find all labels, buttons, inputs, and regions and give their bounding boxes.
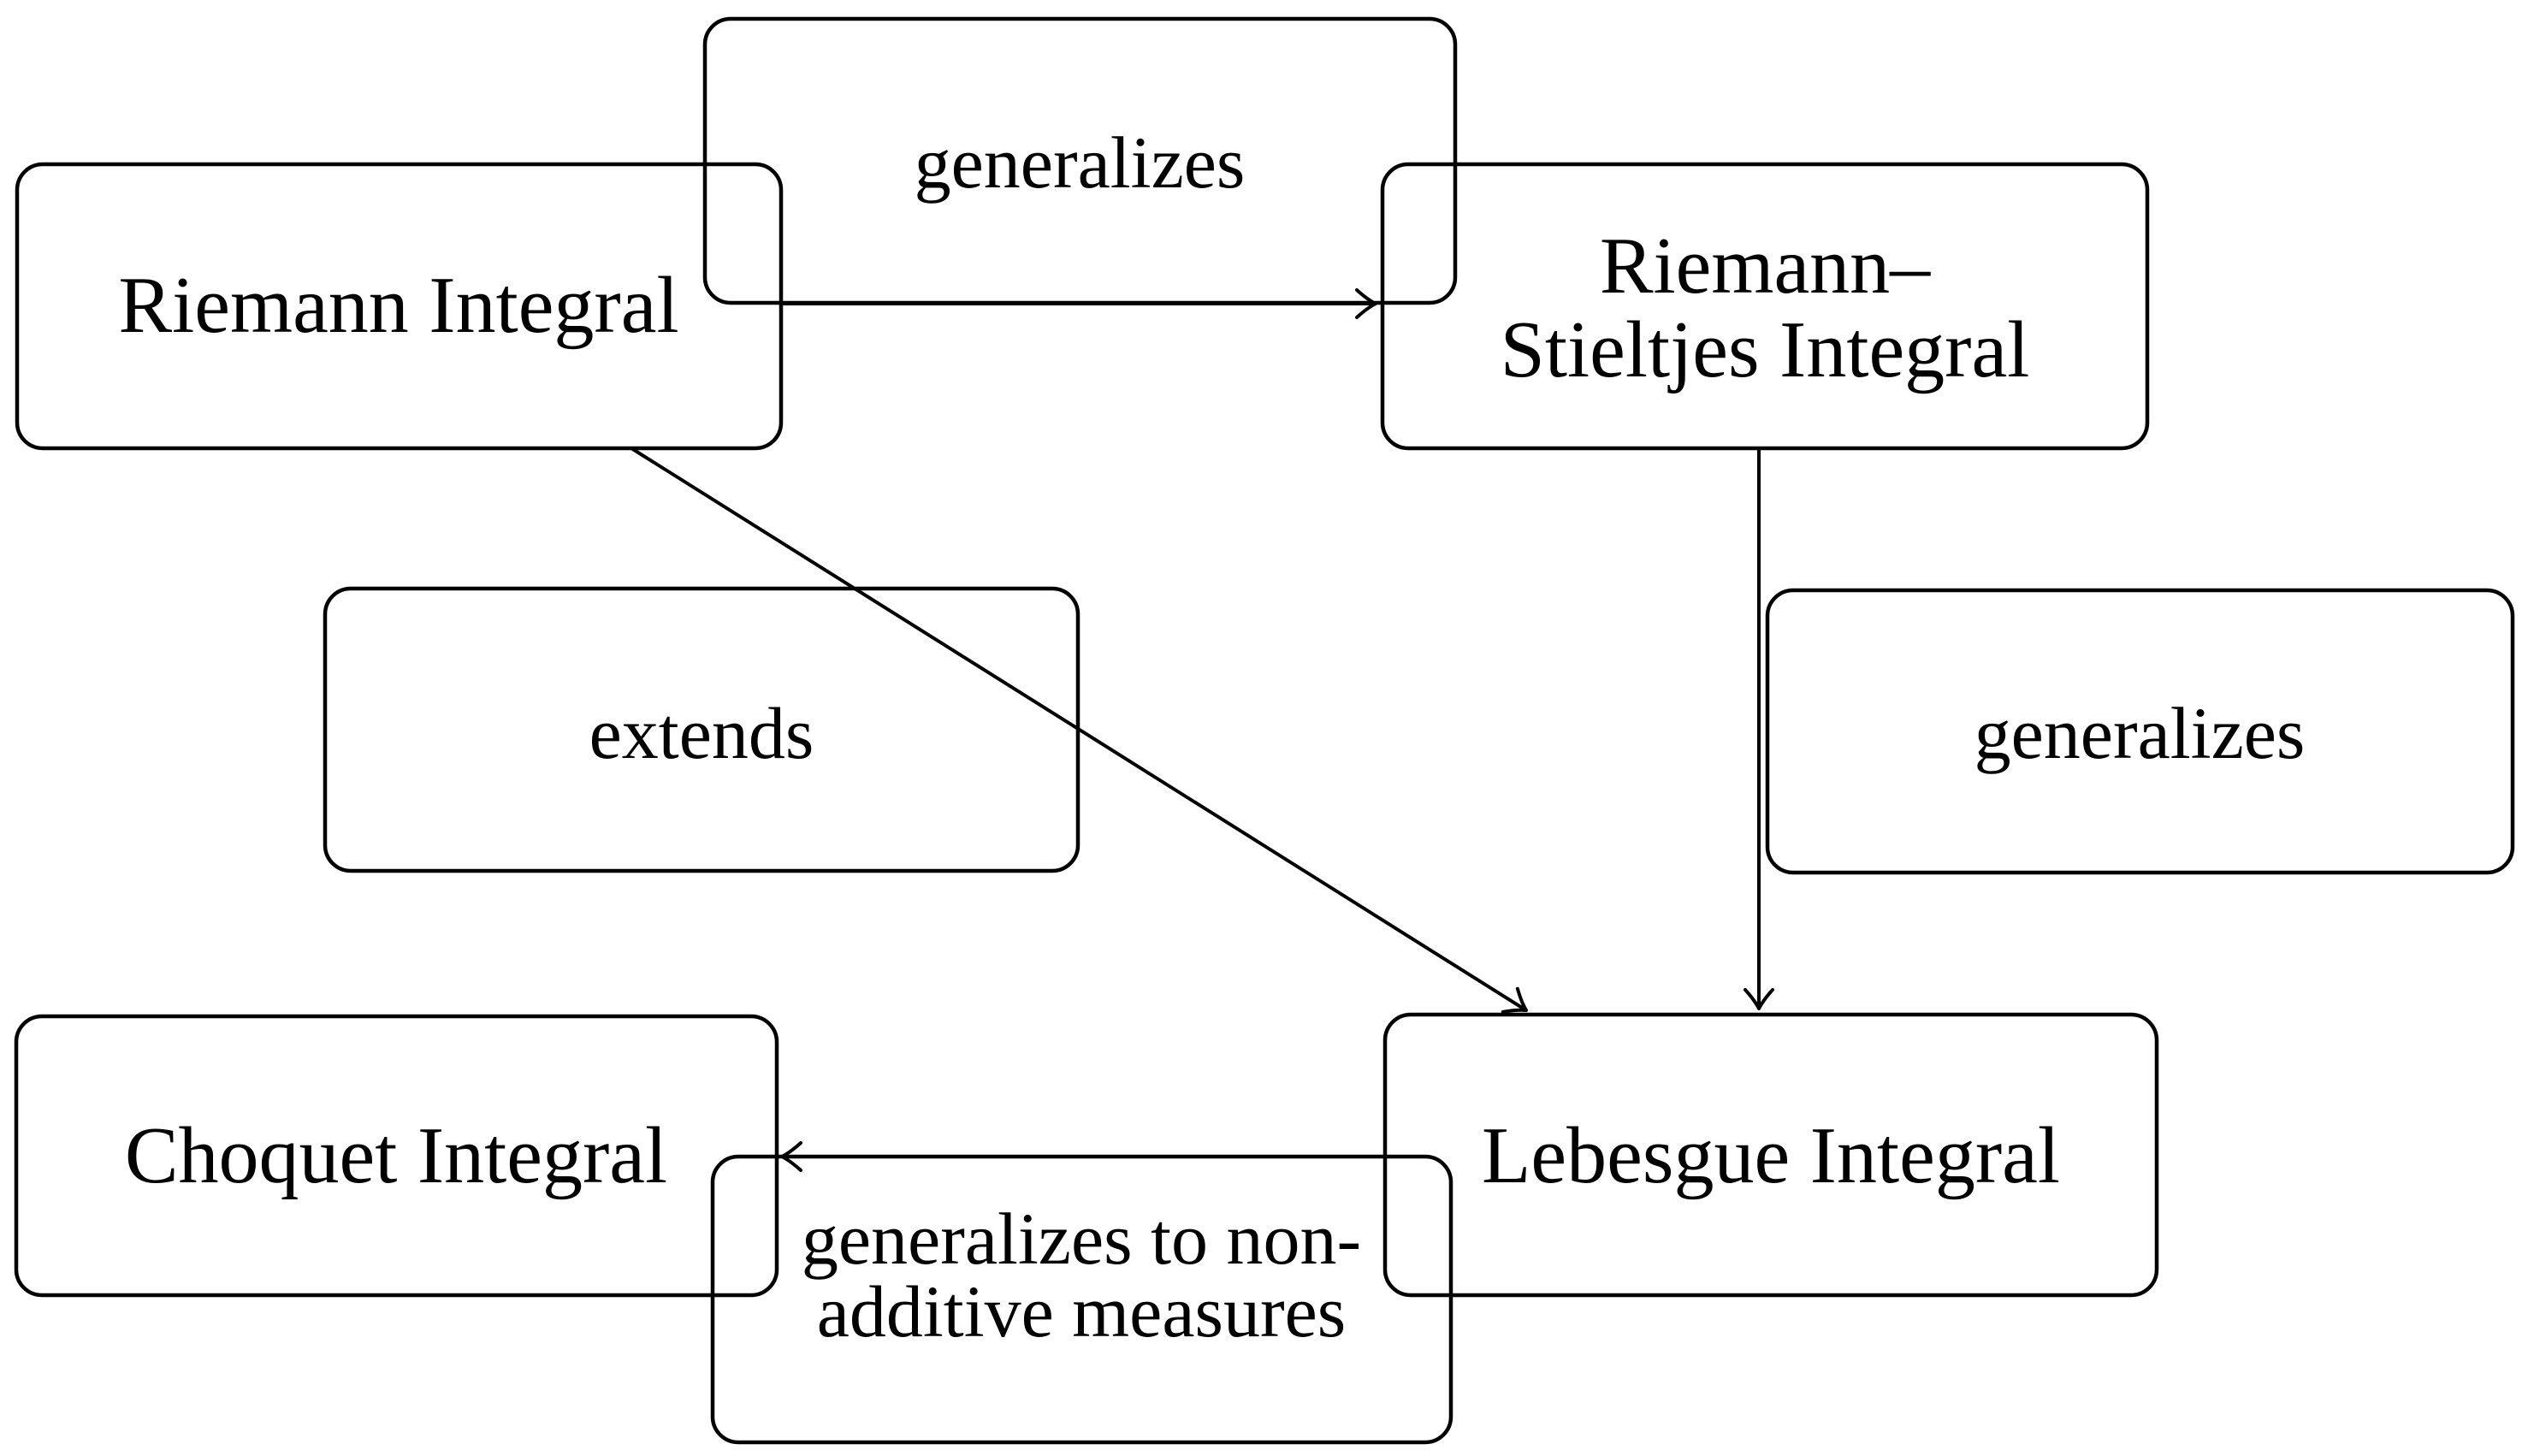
node-riemann-integral-label: Riemann Integral <box>118 261 678 350</box>
edge-label-generalizes-nonadditive-line1: generalizes to non- <box>802 1198 1361 1280</box>
node-riemann-integral <box>15 162 784 451</box>
node-lebesgue-integral <box>1382 1012 2159 1298</box>
edge-label-generalizes-nonadditive-line2: additive measures <box>817 1270 1347 1352</box>
edge-labels-layer: generalizes extends generalizes generali… <box>323 16 2515 1445</box>
node-lebesgue-integral-label: Lebesgue Integral <box>1482 1111 2060 1200</box>
nodes-layer: Riemann Integral Riemann– Stieltjes Inte… <box>14 162 2159 1298</box>
node-choquet-integral <box>14 1014 779 1298</box>
node-choquet-integral-label: Choquet Integral <box>125 1111 667 1200</box>
edge-label-box-generalizes-nonadditive <box>710 1154 1453 1445</box>
edge-label-generalizes-top: generalizes <box>915 121 1246 204</box>
node-riemann-stieltjes-label-line2: Stieltjes Integral <box>1501 305 2030 394</box>
edge-label-box-generalizes-top <box>702 16 1458 305</box>
edge-label-extends: extends <box>589 692 814 774</box>
edge-label-box-generalizes-right <box>1765 588 2515 875</box>
edge-label-generalizes-right: generalizes <box>1974 692 2306 774</box>
node-riemann-stieltjes-label-line1: Riemann– <box>1600 222 1931 311</box>
edge-label-box-extends <box>323 586 1080 873</box>
node-riemann-stieltjes-integral <box>1380 162 2150 451</box>
